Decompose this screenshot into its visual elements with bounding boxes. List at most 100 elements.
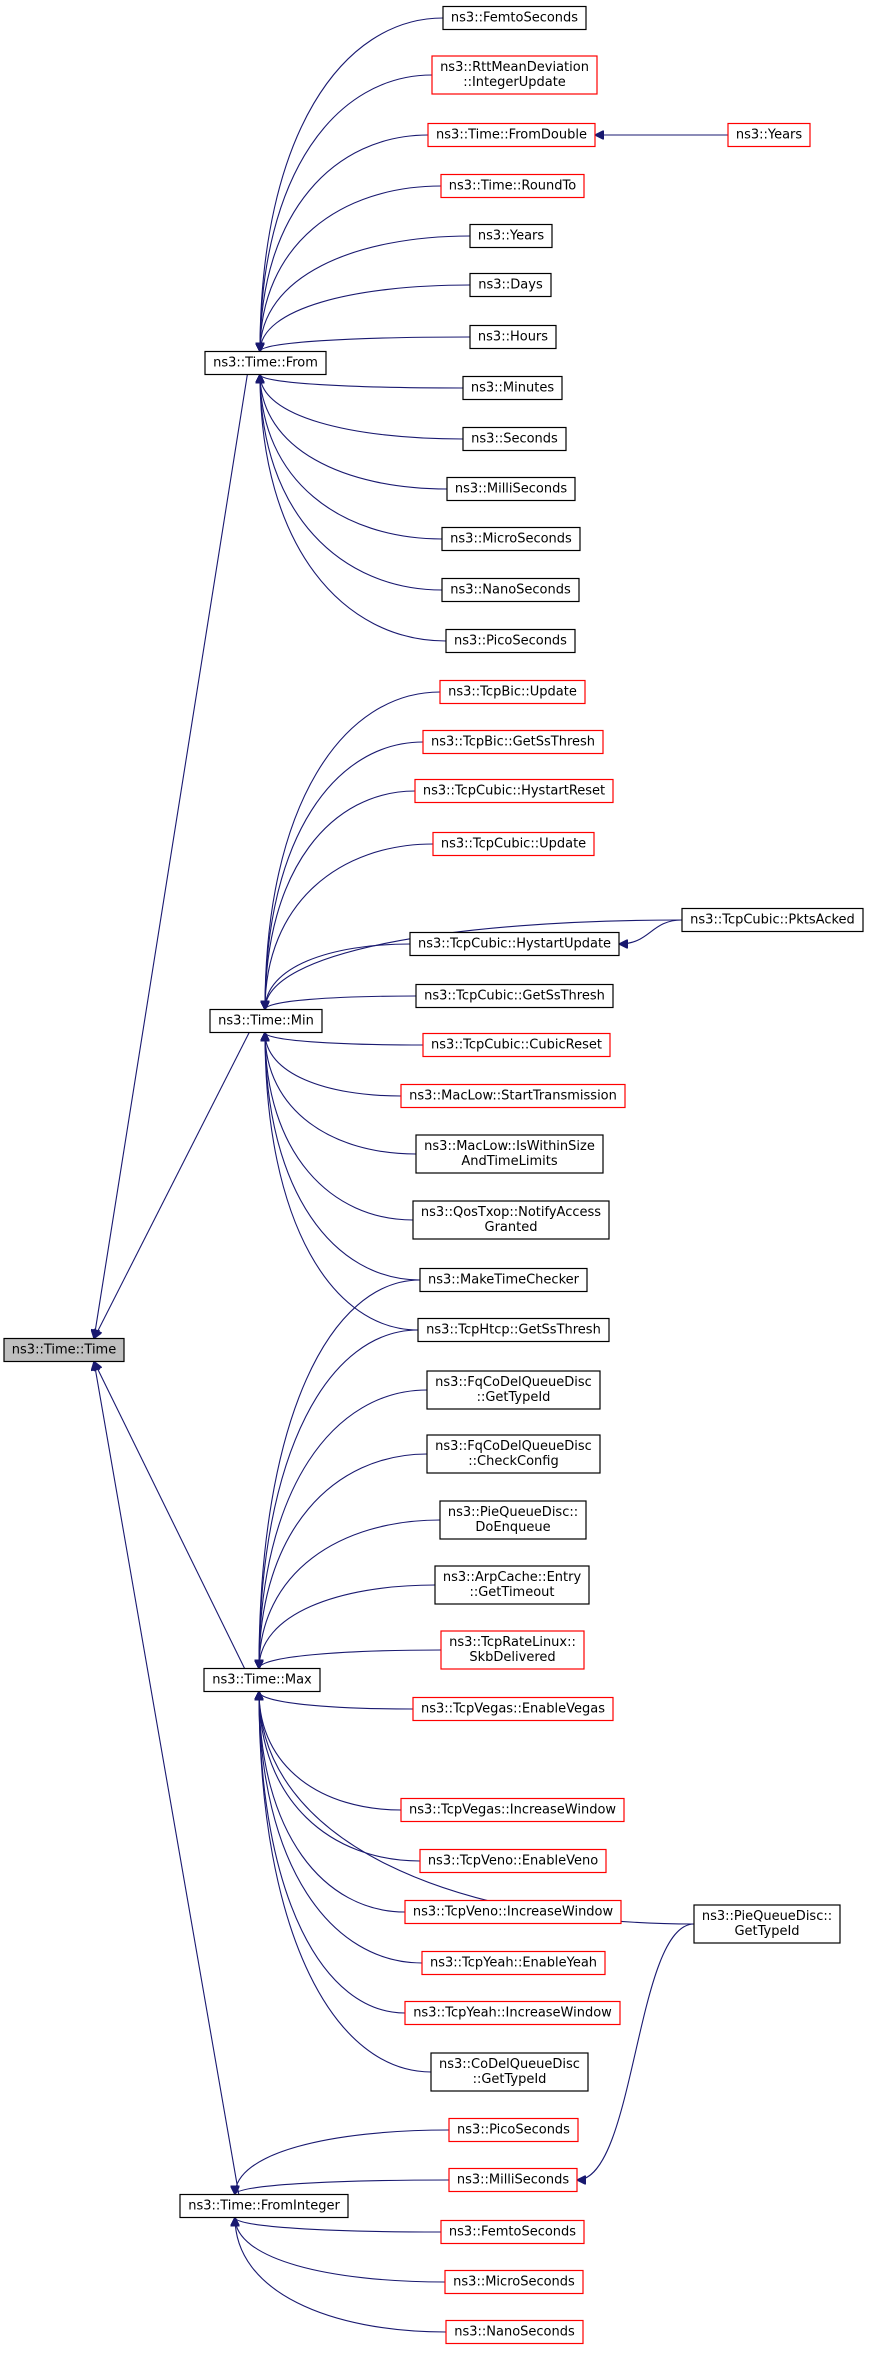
node-time-from[interactable]: ns3::Time::From xyxy=(204,350,327,376)
node-maketimechecker[interactable]: ns3::MakeTimeChecker xyxy=(419,1267,588,1293)
node-femtoseconds-a[interactable]: ns3::FemtoSeconds xyxy=(442,5,587,31)
node-codel-gettypeid[interactable]: ns3::CoDelQueueDisc::GetTypeId xyxy=(430,2052,589,2092)
call-edge xyxy=(259,1692,402,1811)
node-label: ns3::FqCoDelQueueDisc xyxy=(435,1375,592,1390)
node-seconds[interactable]: ns3::Seconds xyxy=(462,426,567,452)
call-edge xyxy=(265,1033,414,1221)
node-tcpbic-update[interactable]: ns3::TcpBic::Update xyxy=(439,679,586,705)
node-piequeue-gettypeid[interactable]: ns3::PieQueueDisc::GetTypeId xyxy=(693,1904,841,1944)
node-hours[interactable]: ns3::Hours xyxy=(469,324,557,350)
call-edge xyxy=(260,375,443,540)
node-time-time[interactable]: ns3::Time::Time xyxy=(3,1337,125,1363)
edge-layer xyxy=(94,17,728,2333)
call-edge xyxy=(260,375,443,591)
node-rtt-integerupdate[interactable]: ns3::RttMeanDeviation::IntegerUpdate xyxy=(431,55,598,95)
node-box xyxy=(419,1848,607,1874)
node-tcphtcp-getssthresh[interactable]: ns3::TcpHtcp::GetSsThresh xyxy=(417,1317,610,1343)
node-box xyxy=(439,1500,587,1540)
node-label: ns3::Years xyxy=(478,229,545,244)
node-box xyxy=(419,1267,588,1293)
node-tcpcubic-getssthresh[interactable]: ns3::TcpCubic::GetSsThresh xyxy=(415,983,614,1009)
node-picoseconds-a[interactable]: ns3::PicoSeconds xyxy=(445,628,576,654)
node-time-fromdouble[interactable]: ns3::Time::FromDouble xyxy=(427,122,596,148)
call-edge xyxy=(260,74,433,352)
node-time-min[interactable]: ns3::Time::Min xyxy=(209,1008,323,1034)
node-label: SkbDelivered xyxy=(469,1650,555,1665)
node-box xyxy=(439,679,586,705)
node-nanoseconds-b[interactable]: ns3::NanoSeconds xyxy=(445,2319,584,2345)
node-label: ns3::TcpBic::Update xyxy=(448,685,577,700)
node-years-truncated[interactable]: ns3::Years xyxy=(727,122,811,148)
node-label: ns3::MilliSeconds xyxy=(455,482,568,497)
call-edge xyxy=(260,134,429,352)
node-microseconds-a[interactable]: ns3::MicroSeconds xyxy=(441,526,581,552)
node-tcpcubic-hystartupdate[interactable]: ns3::TcpCubic::HystartUpdate xyxy=(409,931,620,957)
node-femtoseconds-b[interactable]: ns3::FemtoSeconds xyxy=(440,2219,585,2245)
node-tcpveno-increasewindow[interactable]: ns3::TcpVeno::IncreaseWindow xyxy=(404,1899,622,1925)
node-label: ns3::NanoSeconds xyxy=(450,583,571,598)
node-time-frominteger[interactable]: ns3::Time::FromInteger xyxy=(179,2193,349,2219)
node-label: ns3::Time::From xyxy=(213,356,318,371)
node-label: ns3::Time::Min xyxy=(218,1014,314,1029)
node-tcpcubic-pktsacked[interactable]: ns3::TcpCubic::PktsAcked xyxy=(681,907,864,933)
node-milliseconds-b[interactable]: ns3::MilliSeconds xyxy=(448,2167,578,2193)
node-tcpcubic-cubicreset[interactable]: ns3::TcpCubic::CubicReset xyxy=(422,1032,611,1058)
call-edge xyxy=(259,1453,428,1669)
node-label: ::GetTypeId xyxy=(477,1390,551,1405)
call-edge xyxy=(619,919,683,944)
node-arpcache-gettimeout[interactable]: ns3::ArpCache::Entry::GetTimeout xyxy=(434,1565,590,1605)
root-node-box xyxy=(3,1337,125,1363)
node-piequeue-doenqueue[interactable]: ns3::PieQueueDisc::DoEnqueue xyxy=(439,1500,587,1540)
node-box xyxy=(400,1083,626,1109)
node-days[interactable]: ns3::Days xyxy=(469,272,552,298)
node-time-roundto[interactable]: ns3::Time::RoundTo xyxy=(440,173,585,199)
node-tcpvegas-enablevegas[interactable]: ns3::TcpVegas::EnableVegas xyxy=(412,1696,614,1722)
node-box xyxy=(415,983,614,1009)
node-tcpyeah-enableyeah[interactable]: ns3::TcpYeah::EnableYeah xyxy=(421,1950,606,1976)
node-time-max[interactable]: ns3::Time::Max xyxy=(203,1667,321,1693)
node-label: ns3::MilliSeconds xyxy=(457,2173,570,2188)
node-tcpvegas-increasewindow[interactable]: ns3::TcpVegas::IncreaseWindow xyxy=(400,1797,625,1823)
call-edge xyxy=(94,1362,240,2195)
call-edge xyxy=(259,1692,423,1964)
node-fqcodel-gettypeid[interactable]: ns3::FqCoDelQueueDisc::GetTypeId xyxy=(426,1370,601,1410)
node-label: ns3::TcpCubic::PktsAcked xyxy=(690,913,855,928)
call-edge xyxy=(260,185,442,352)
node-picoseconds-b[interactable]: ns3::PicoSeconds xyxy=(448,2117,579,2143)
node-milliseconds-a[interactable]: ns3::MilliSeconds xyxy=(446,476,576,502)
node-label: ::GetTimeout xyxy=(469,1585,554,1600)
node-tcpveno-enableveno[interactable]: ns3::TcpVeno::EnableVeno xyxy=(419,1848,607,1874)
call-edge xyxy=(259,1692,406,2014)
node-tcpbic-getssthresh[interactable]: ns3::TcpBic::GetSsThresh xyxy=(422,729,604,755)
node-box xyxy=(442,5,587,31)
node-box xyxy=(404,1899,622,1925)
node-label: ns3::Time::FromDouble xyxy=(436,128,587,143)
node-maclow-starttransmission[interactable]: ns3::MacLow::StartTransmission xyxy=(400,1083,626,1109)
node-nanoseconds-a[interactable]: ns3::NanoSeconds xyxy=(441,577,580,603)
node-tcpyeah-increasewindow[interactable]: ns3::TcpYeah::IncreaseWindow xyxy=(404,2000,621,2026)
node-tcpcubic-hystartreset[interactable]: ns3::TcpCubic::HystartReset xyxy=(414,778,614,804)
node-label: ns3::TcpCubic::CubicReset xyxy=(431,1038,602,1053)
node-years-a[interactable]: ns3::Years xyxy=(469,223,553,249)
node-box xyxy=(404,2000,621,2026)
call-edge xyxy=(260,284,471,352)
node-box xyxy=(434,1565,590,1605)
call-edge xyxy=(265,843,434,1010)
call-edge xyxy=(260,375,464,389)
node-tcpcubic-update[interactable]: ns3::TcpCubic::Update xyxy=(432,831,595,857)
node-label: ::GetTypeId xyxy=(473,2072,547,2087)
node-fqcodel-checkconfig[interactable]: ns3::FqCoDelQueueDisc::CheckConfig xyxy=(426,1434,601,1474)
call-edge xyxy=(265,1033,402,1097)
call-edge xyxy=(260,17,444,352)
node-tcpratelinux-skbdelivered[interactable]: ns3::TcpRateLinux::SkbDelivered xyxy=(440,1630,585,1670)
node-label: ns3::Seconds xyxy=(471,432,558,447)
call-edge xyxy=(94,374,248,1339)
call-edge xyxy=(265,919,683,1010)
node-label: ::CheckConfig xyxy=(468,1454,558,1469)
node-minutes[interactable]: ns3::Minutes xyxy=(462,375,563,401)
node-label: ns3::MicroSeconds xyxy=(453,2275,575,2290)
node-microseconds-b[interactable]: ns3::MicroSeconds xyxy=(444,2269,584,2295)
node-label: ns3::PicoSeconds xyxy=(454,634,567,649)
